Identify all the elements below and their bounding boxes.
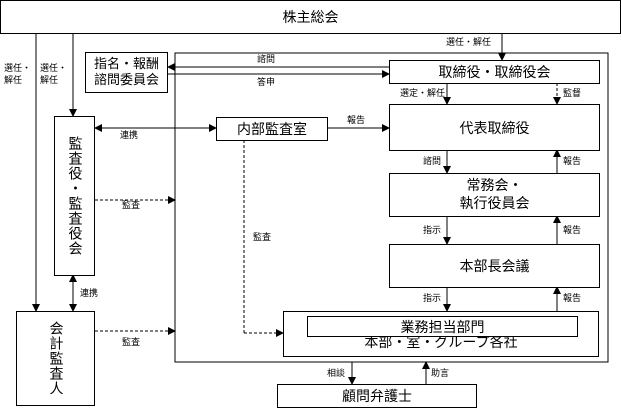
- executive-committee-box: 常務会・ 執行役員会: [389, 173, 600, 217]
- label-cooperation-internal: 連携: [120, 131, 139, 141]
- label-consult-nomination: 諮問: [257, 55, 276, 65]
- shareholders-meeting-box: 株主総会: [0, 0, 621, 34]
- label-audit-internal: 監査: [253, 233, 272, 243]
- nomination-committee-line1: 指名・報酬: [93, 56, 159, 72]
- label-legal-consult: 相談: [327, 369, 346, 379]
- division-heads-meeting-box: 本部長会議: [389, 244, 600, 288]
- label-instruct-1: 指示: [423, 226, 442, 236]
- label-consult-exec: 諮問: [423, 157, 442, 167]
- label-legal-advice: 助言: [431, 369, 450, 379]
- auditors-label: 監査役・監査役会: [66, 136, 83, 256]
- label-audit-board: 監査: [122, 201, 141, 211]
- label-elect-dismiss-accounting-a: 選任・: [4, 64, 32, 74]
- label-report-2: 報告: [563, 226, 582, 236]
- label-appoint-dismiss: 選定・解任: [400, 89, 446, 99]
- label-report-3: 報告: [563, 294, 582, 304]
- shareholders-meeting-label: 株主総会: [282, 10, 339, 26]
- accounting-auditor-label: 会計監査人: [47, 321, 64, 396]
- label-audit-accounting: 監査: [122, 338, 141, 348]
- representative-director-box: 代表取締役: [389, 104, 600, 151]
- internal-audit-office-box: 内部監査室: [216, 117, 328, 141]
- label-answer-nomination: 答申: [257, 78, 276, 88]
- accounting-auditor-box: 会計監査人: [16, 311, 95, 406]
- board-of-directors-label: 取締役・取締役会: [438, 65, 551, 81]
- company-frame: [174, 52, 609, 363]
- divisions-label: 本部・室・グループ各社: [364, 335, 518, 351]
- label-cooperation-accounting: 連携: [80, 289, 99, 299]
- representative-director-label: 代表取締役: [459, 120, 530, 137]
- legal-advisor-label: 顧問弁護士: [342, 389, 412, 405]
- executive-committee-line2: 執行役員会: [459, 196, 530, 212]
- internal-audit-office-label: 内部監査室: [237, 122, 307, 138]
- label-elect-dismiss-auditors-a: 選任・: [40, 64, 68, 74]
- board-of-directors-box: 取締役・取締役会: [389, 60, 600, 84]
- nomination-committee-line2: 諮問委員会: [93, 72, 159, 88]
- label-elect-dismiss-auditors-b: 解任: [40, 76, 59, 86]
- label-instruct-2: 指示: [423, 294, 442, 304]
- nomination-committee-box: 指名・報酬 諮問委員会: [85, 52, 168, 93]
- label-report-exec: 報告: [563, 157, 582, 167]
- label-elect-dismiss-accounting-b: 解任: [4, 76, 23, 86]
- executive-committee-line1: 常務会・: [466, 178, 523, 194]
- label-supervise: 監督: [563, 89, 582, 99]
- auditors-box: 監査役・監査役会: [54, 116, 95, 276]
- label-elect-dismiss-board: 選任・解任: [446, 38, 492, 48]
- business-department-label: 業務担当部門: [400, 319, 485, 336]
- division-heads-meeting-label: 本部長会議: [459, 259, 530, 275]
- business-department-box: 業務担当部門: [307, 316, 578, 337]
- label-report-internal: 報告: [347, 116, 366, 126]
- legal-advisor-box: 顧問弁護士: [277, 384, 477, 408]
